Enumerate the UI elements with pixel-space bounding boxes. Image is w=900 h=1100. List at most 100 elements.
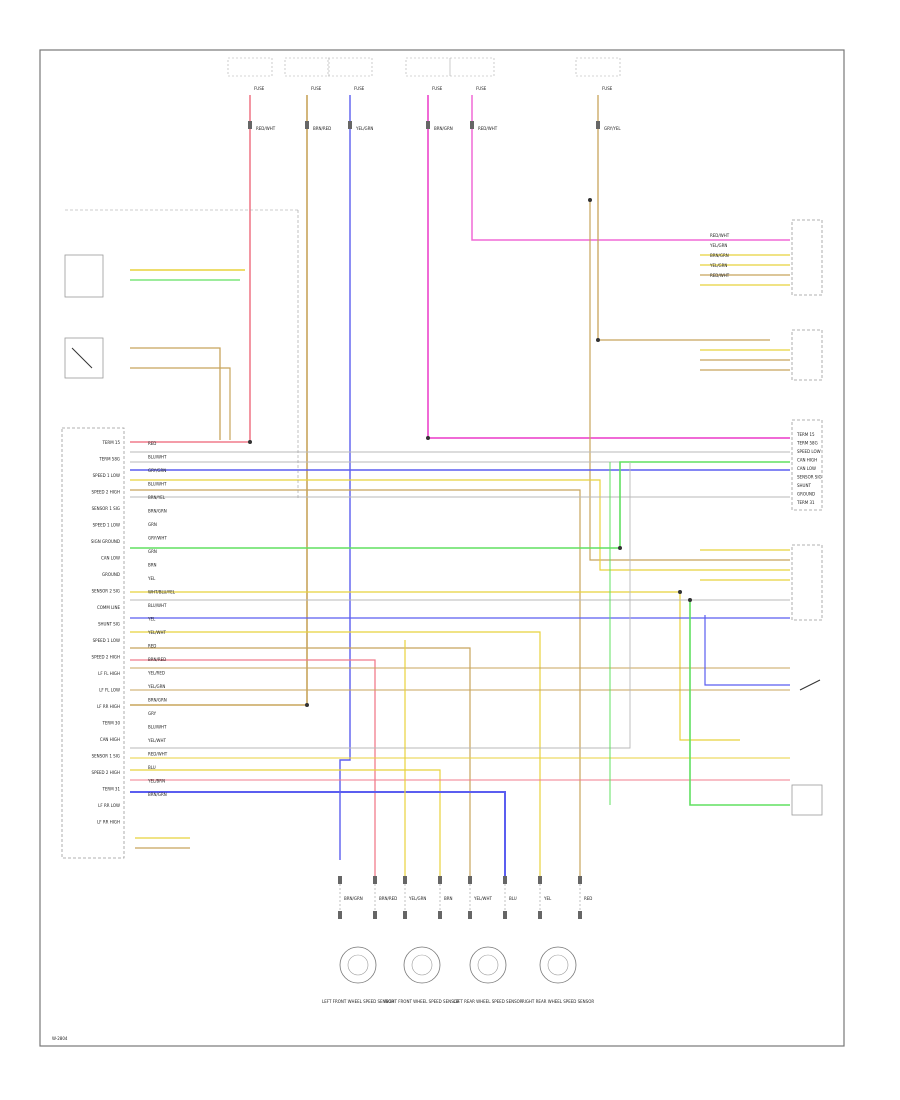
left-module-pin-label: TERM 30 (101, 721, 120, 726)
left-wire-label: BRN/YEL (148, 495, 166, 500)
wire (130, 591, 740, 741)
left-module-pin-label: COMM LINE (97, 605, 121, 610)
wire (471, 95, 760, 241)
left-wire-label: WHT/BLU/YEL (148, 590, 176, 595)
wire (704, 615, 790, 686)
left-wire-label: GRY (148, 711, 157, 716)
left-wire-label: BLU/WHT (148, 603, 167, 608)
top-wire-code: BRN/RED (313, 126, 331, 131)
splice-dot (426, 436, 430, 440)
left-wire-label: YEL/BRN (147, 779, 165, 784)
wheel-speed-sensor (539, 946, 577, 984)
left-module-pin-label: LF RR HIGH (97, 704, 120, 709)
wheel-speed-sensor-core (347, 954, 369, 976)
left-wire-label: YEL (147, 617, 156, 622)
right-module-pin-label: CAN HIGH (797, 458, 817, 463)
wheel-speed-sensor-core (547, 954, 569, 976)
connector-pin (470, 121, 474, 129)
fuse-label: FUSE (476, 86, 487, 91)
left-wire-label: BRN/GRN (148, 698, 167, 703)
connector-pin (403, 911, 407, 919)
left-wire-label: GRY/WHT (148, 536, 167, 541)
wire (130, 367, 231, 440)
left-module-pin-label: SPEED 2 HIGH (92, 770, 120, 775)
bottom-wire-label: BRN/RED (379, 896, 397, 901)
wire (130, 791, 506, 880)
wheel-speed-sensor (339, 946, 377, 984)
right-module (791, 544, 823, 621)
left-wire-label: BLU/WHT (148, 482, 167, 487)
connector-pin (503, 876, 507, 884)
wire (130, 659, 376, 880)
bottom-wire-label: YEL/WHT (473, 896, 493, 901)
right-wire-label: RED/WHT (710, 233, 730, 238)
connector-pin (305, 121, 309, 129)
left-wire-label: RED (148, 644, 156, 649)
wheel-sensor-label: RIGHT REAR WHEEL SPEED SENSOR (522, 999, 594, 1004)
fuse-box (327, 57, 373, 77)
left-module-pin-label: LF RR HIGH (97, 820, 120, 825)
wire (130, 462, 631, 749)
left-module-pin-label: SHUNT SIG (98, 622, 120, 627)
left-wire-label: GRN (148, 549, 157, 554)
splice-dot (305, 703, 309, 707)
wire (130, 461, 790, 549)
left-wire-label: YEL/GRN (147, 684, 165, 689)
brake-switch-contact (799, 679, 821, 691)
connector-pin (438, 911, 442, 919)
left-wire-label: BRN/RED (148, 657, 166, 662)
left-wire-label: BLU (148, 765, 156, 770)
splice-dot (678, 590, 682, 594)
right-module-pin-label: TERM 58G (796, 441, 818, 446)
connector-pin (578, 911, 582, 919)
left-wire-label: BRN/GRN (148, 509, 167, 514)
left-module-pin-label: GROUND (102, 572, 120, 577)
wheel-speed-sensor-core (477, 954, 499, 976)
left-wire-label: BLU/WHT (148, 455, 167, 460)
fuse-box (449, 57, 495, 77)
bottom-wire-label: RED (584, 896, 592, 901)
left-module-pin-label: CAN HIGH (100, 737, 120, 742)
connector-pin (596, 121, 600, 129)
fuse-label: FUSE (432, 86, 443, 91)
bottom-wire-label: BRN (444, 896, 453, 901)
right-module-pin-label: GROUND (797, 492, 815, 497)
wire (130, 95, 251, 443)
wire (427, 95, 790, 439)
wheel-speed-sensor (403, 946, 441, 984)
left-module-pin-label: SENSOR 2 SIG (92, 589, 120, 594)
connector-pin (373, 911, 377, 919)
connector-pin (468, 911, 472, 919)
left-module-pin-label: SPEED 2 HIGH (92, 490, 120, 495)
top-wire-code: RED/WHT (256, 126, 276, 131)
splice-dot (688, 598, 692, 602)
left-wire-label: RED (148, 441, 156, 446)
top-wire-code: RED/WHT (478, 126, 498, 131)
switch-contact (71, 347, 93, 369)
steering-angle-module (791, 419, 823, 511)
connector-pin (578, 876, 582, 884)
wire (130, 631, 541, 880)
diagram-frame (39, 49, 845, 1047)
wire (689, 600, 790, 806)
left-module-pin-label: TERM 15 (101, 440, 120, 445)
bottom-wire-label: BRN/GRN (344, 896, 363, 901)
diagram-code: W-2804 (52, 1036, 68, 1041)
right-module-pin-label: TERM 15 (796, 432, 815, 437)
left-module-pin-label: LF FL HIGH (98, 671, 120, 676)
left-wire-label: BLU/WHT (148, 725, 167, 730)
bottom-wire-label: BLU (509, 896, 517, 901)
left-module-pin-label: SENSOR 1 SIG (92, 506, 120, 511)
wire (339, 95, 351, 860)
right-switch (791, 784, 823, 816)
right-wire-label: YEL/GRN (709, 263, 727, 268)
connector-pin (403, 876, 407, 884)
connector-pin (538, 876, 542, 884)
connector-pin (538, 911, 542, 919)
splice-dot (588, 198, 592, 202)
right-module-pin-label: SPEED LOW (797, 449, 821, 454)
left-module-pin-label: SPEED 2 HIGH (92, 655, 120, 660)
splice-dot (248, 440, 252, 444)
left-wire-label: GRN (148, 522, 157, 527)
